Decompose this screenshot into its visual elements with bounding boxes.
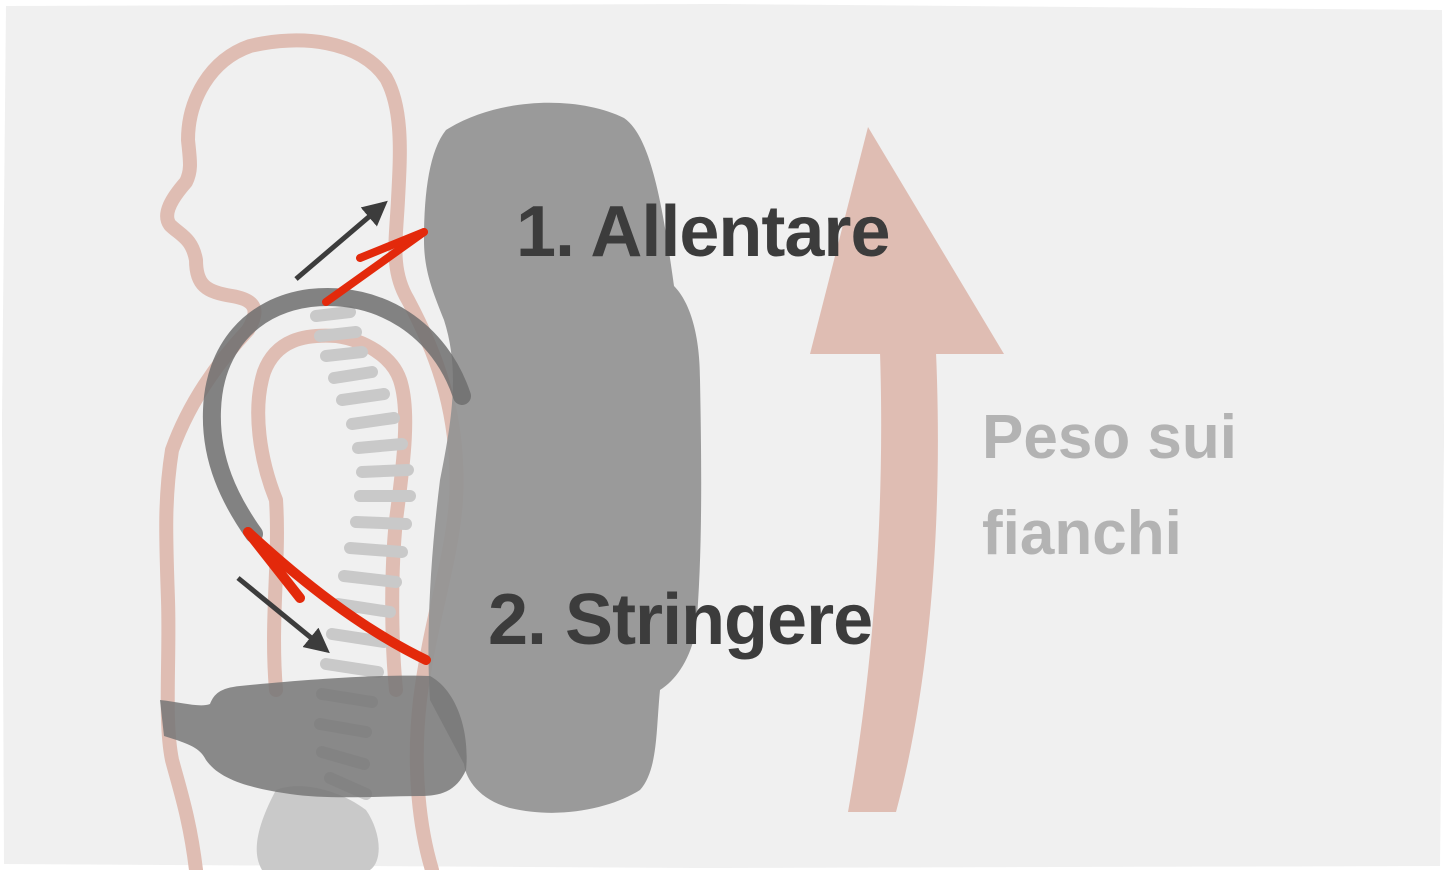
weight-on-hips-label: Peso sui fianchi bbox=[982, 390, 1237, 582]
shoulder-adjuster-strap bbox=[243, 527, 431, 665]
backpack bbox=[424, 102, 702, 813]
loosen-label: 1. Allentare bbox=[516, 192, 890, 272]
hip-belt bbox=[160, 675, 467, 798]
weight-label-line-1: Peso sui bbox=[982, 403, 1237, 472]
tighten-label: 2. Stringere bbox=[488, 580, 873, 660]
arrow-up-right-icon bbox=[294, 200, 388, 281]
arrow-down-right-icon bbox=[236, 576, 330, 654]
weight-label-line-2: fianchi bbox=[982, 499, 1182, 569]
shoulder-strap bbox=[202, 288, 471, 543]
weight-up-arrow-icon bbox=[810, 127, 1004, 812]
load-lifter-strap bbox=[322, 228, 428, 306]
